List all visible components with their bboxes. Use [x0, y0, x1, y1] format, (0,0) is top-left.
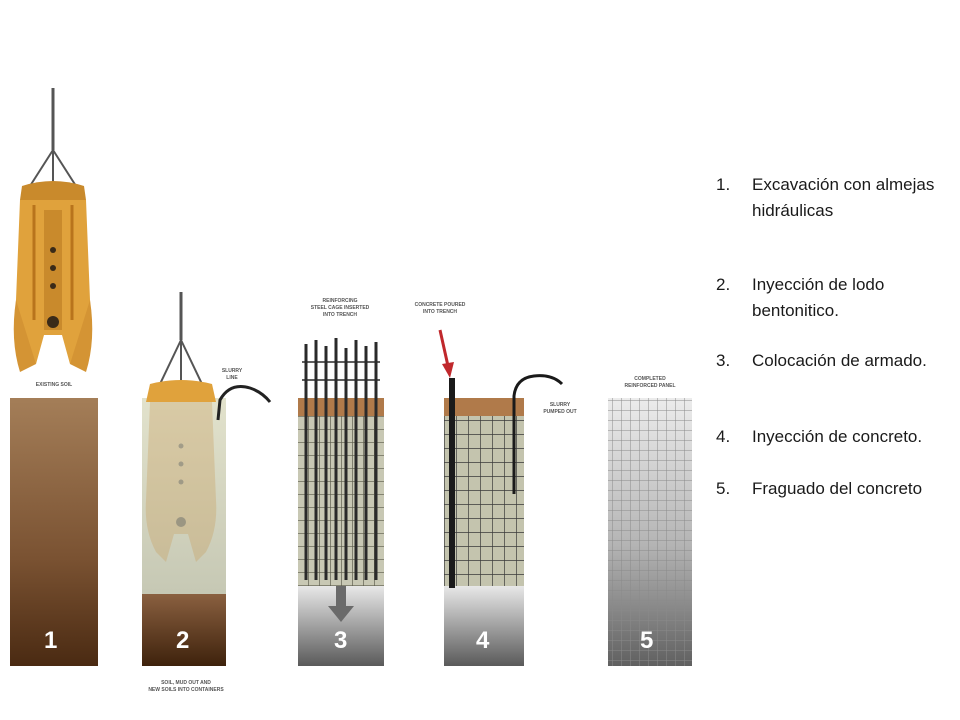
label-pumped-b: PUMPED OUT: [543, 409, 576, 415]
step-number: 4.: [716, 427, 731, 446]
step-text: Colocación de armado.: [752, 351, 927, 370]
label-cage-b: STEEL CAGE INSERTED: [311, 305, 370, 311]
label-cage-a: REINFORCING: [323, 298, 358, 304]
label-concrete-a: CONCRETE POURED: [415, 302, 466, 308]
label-existing-soil: EXISTING SOIL: [36, 382, 72, 388]
panel-4: CONCRETE POURED INTO TRENCH SLURRY PUMPE…: [415, 302, 577, 666]
step-number: 5.: [716, 479, 731, 498]
label-pumped-a: SLURRY: [550, 402, 571, 408]
slurry-pump-hose-4: [512, 374, 564, 494]
slurry-line-hose-2: [216, 385, 272, 421]
panel-number-1: 1: [44, 627, 57, 654]
label-completed-b: REINFORCED PANEL: [624, 383, 675, 389]
label-soil-out-a: SOIL, MUD OUT AND: [161, 680, 211, 686]
clamshell-grab-1: [13, 181, 93, 372]
panel-1: EXISTING SOIL 1: [10, 88, 98, 666]
guide-wall-4: [444, 398, 524, 416]
clamshell-top-2: [146, 380, 216, 402]
soil-column-1: [10, 398, 98, 666]
label-slurry-line-b: LINE: [226, 375, 238, 381]
panel-number-5: 5: [640, 627, 653, 654]
step-number: 1.: [716, 175, 731, 194]
panel-number-2: 2: [176, 627, 189, 654]
label-concrete-b: INTO TRENCH: [423, 309, 457, 315]
label-completed-a: COMPLETED: [634, 376, 666, 382]
guide-wall-3: [298, 398, 384, 416]
panel-5: COMPLETED REINFORCED PANEL 5: [608, 376, 692, 666]
soil-bottom-2: [142, 594, 226, 666]
label-cage-c: INTO TRENCH: [323, 312, 357, 318]
step-text: Inyección de lodo bentonitico.: [752, 275, 885, 320]
panel-number-3: 3: [334, 627, 347, 654]
step-text: Inyección de concreto.: [752, 427, 923, 446]
panel-number-4: 4: [476, 627, 490, 654]
diaphragm-wall-diagram: EXISTING SOIL 1 SLURRY LINE 2 SOIL, MUD …: [10, 88, 692, 693]
step-number: 2.: [716, 275, 731, 294]
clamshell-submerged-2: [145, 402, 217, 562]
step-text: Fraguado del concreto: [752, 479, 923, 498]
step-text: Excavación con almejas hidráulicas: [752, 175, 935, 220]
panel-2: SLURRY LINE 2 SOIL, MUD OUT AND NEW SOIL…: [142, 292, 272, 693]
concrete-section-4: [444, 586, 524, 666]
red-arrow-4: [438, 329, 450, 367]
step-number: 3.: [716, 351, 731, 370]
label-soil-out-b: NEW SOILS INTO CONTAINERS: [148, 687, 224, 693]
label-slurry-line-a: SLURRY: [222, 368, 243, 374]
panel-3: REINFORCING STEEL CAGE INSERTED INTO TRE…: [298, 298, 384, 666]
down-arrow-3: [328, 586, 354, 622]
slurry-trench-2: [142, 398, 226, 594]
